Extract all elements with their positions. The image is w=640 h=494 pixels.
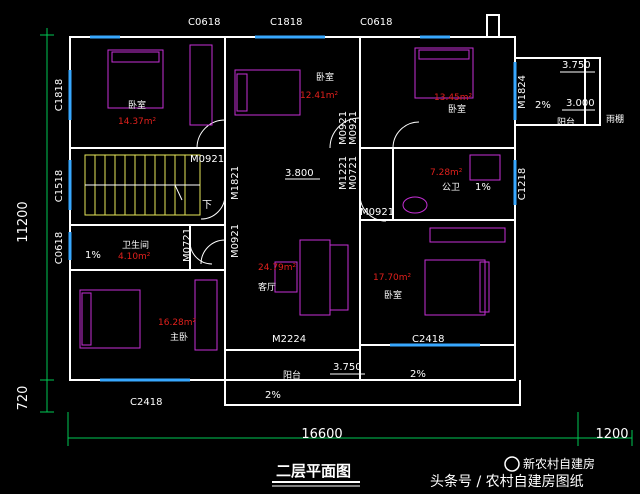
door-d5: M0721 xyxy=(348,156,359,190)
room-rain-shed: 雨棚 xyxy=(606,113,624,125)
door-d3: M0921 xyxy=(348,111,359,145)
room-bath-master: 卫生间 xyxy=(122,239,149,251)
door-labels: M0921 M0921 M0921 M1221 M0721 M0921 M182… xyxy=(182,111,394,345)
room-master: 主卧 xyxy=(170,331,188,343)
room-living: 客厅 xyxy=(258,281,276,293)
walls xyxy=(69,14,601,406)
room-bed-tr-area: 13.45m² xyxy=(434,93,473,103)
room-bed-tl: 卧室 xyxy=(128,99,146,111)
elevation-marks: 3.800 3.750 3.000 3.750 xyxy=(285,60,595,375)
slope-s4: 2% xyxy=(410,369,426,380)
window-bottom-right: C2418 xyxy=(412,334,444,345)
watermark-logo: 新农村自建房 xyxy=(523,456,595,471)
elevation-living: 3.800 xyxy=(285,168,314,179)
door-d10: M2224 xyxy=(272,334,306,345)
slope-labels: 2% 1% 1% 2% 2% 下 xyxy=(85,100,551,401)
door-swings xyxy=(189,117,420,265)
window-left-stair: C1518 xyxy=(54,170,65,202)
door-d9: M0721 xyxy=(182,228,193,262)
slope-s2: 1% xyxy=(475,182,491,193)
watermark-logo-icon xyxy=(504,456,520,472)
room-labels: 卧室 14.37m² 卧室 12.41m² 卧室 13.45m² 阳台 雨棚 7… xyxy=(118,71,624,381)
window-bottom-left: C2418 xyxy=(130,397,162,408)
dimension-labels: 11200 720 16600 1200 xyxy=(16,201,629,442)
slope-s5: 2% xyxy=(265,390,281,401)
window-right-bath: C1218 xyxy=(517,168,528,200)
drawing-title: 二层平面图 xyxy=(276,462,351,480)
stair xyxy=(84,154,201,216)
room-bed-tm: 卧室 xyxy=(316,71,334,83)
elevation-terrace-upper: 3.750 xyxy=(562,60,591,71)
door-d8: M0921 xyxy=(230,224,241,258)
watermark-text: 头条号 / 农村自建房图纸 xyxy=(430,473,584,490)
door-d6: M0921 xyxy=(360,207,394,218)
dimension-lines xyxy=(40,28,633,446)
dim-total-width: 16600 xyxy=(301,427,342,442)
dim-side-width: 1200 xyxy=(595,427,628,442)
window-top-left: C0618 xyxy=(188,17,220,28)
room-master-area: 16.28m² xyxy=(158,318,197,328)
windows xyxy=(68,35,517,382)
window-top-right: C0618 xyxy=(360,17,392,28)
dim-total-height: 11200 xyxy=(16,201,31,242)
door-d4: M1221 xyxy=(338,156,349,190)
room-bed-r-area: 17.70m² xyxy=(373,273,412,283)
dim-balcony-depth: 720 xyxy=(16,386,31,411)
door-d1: M0921 xyxy=(190,154,224,165)
window-right-upper: M1824 xyxy=(517,75,528,109)
drawing-title-group: 二层平面图 xyxy=(272,462,360,487)
door-d7: M1821 xyxy=(230,166,241,200)
room-bath-master-area: 4.10m² xyxy=(118,252,151,262)
window-left-bed: C1818 xyxy=(54,79,65,111)
room-bath-public-area: 7.28m² xyxy=(430,168,463,178)
room-living-area: 24.79m² xyxy=(258,263,297,273)
watermark-group: 新农村自建房 头条号 / 农村自建房图纸 xyxy=(430,456,595,490)
slope-s3: 1% xyxy=(85,250,101,261)
stair-down-label: 下 xyxy=(202,200,212,211)
window-top-mid: C1818 xyxy=(270,17,302,28)
window-left-bath: C0618 xyxy=(54,232,65,264)
furniture xyxy=(79,44,506,351)
elevation-terrace-lower: 3.000 xyxy=(566,98,595,109)
room-bath-public: 公卫 xyxy=(442,182,460,193)
elevation-balcony: 3.750 xyxy=(333,362,362,373)
room-bed-r: 卧室 xyxy=(384,289,402,301)
door-d2: M0921 xyxy=(338,111,349,145)
room-bed-tm-area: 12.41m² xyxy=(300,91,339,101)
room-bed-tr: 卧室 xyxy=(448,103,466,115)
room-balcony: 阳台 xyxy=(283,369,301,381)
room-terrace: 阳台 xyxy=(557,116,575,128)
slope-s1: 2% xyxy=(535,100,551,111)
room-bed-tl-area: 14.37m² xyxy=(118,117,157,127)
window-labels: C0618 C1818 C0618 C1818 C1518 C0618 M182… xyxy=(54,17,528,408)
